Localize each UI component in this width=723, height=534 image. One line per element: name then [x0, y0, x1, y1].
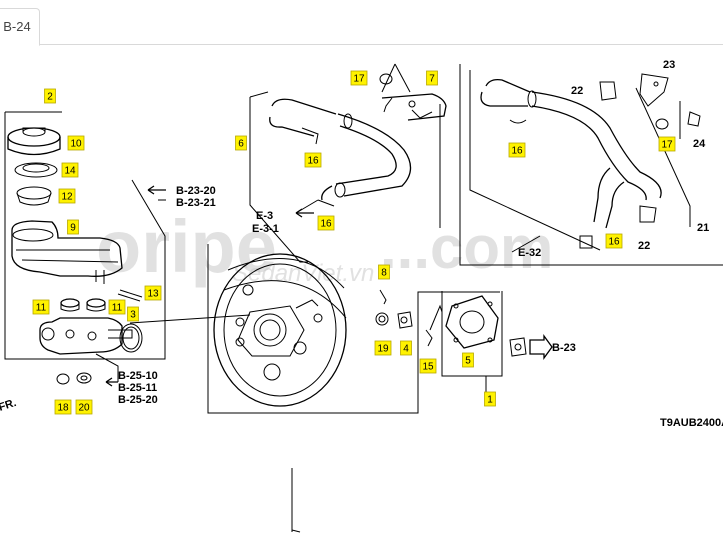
part-number-n24: 24 [693, 138, 706, 150]
svg-text:6: 6 [238, 139, 244, 150]
svg-text:11: 11 [36, 303, 47, 314]
svg-text:17: 17 [661, 140, 673, 151]
svg-text:14: 14 [64, 166, 76, 177]
svg-text:16: 16 [307, 156, 319, 167]
svg-text:7: 7 [429, 74, 435, 85]
svg-text:16: 16 [511, 146, 523, 157]
svg-text:13: 13 [147, 289, 159, 300]
callout-11[interactable]: 11 [32, 299, 50, 315]
booster-gasket [445, 295, 499, 349]
hose-bracket [379, 63, 447, 121]
master-cylinder [39, 289, 251, 385]
ref-r_b23[interactable]: B-23 [552, 342, 576, 354]
callout-15[interactable]: 15 [419, 358, 437, 374]
ref-r_e31[interactable]: E-3-1 [252, 223, 279, 235]
callout-5[interactable]: 5 [462, 352, 474, 368]
callout-7[interactable]: 7 [426, 70, 438, 86]
callout-10[interactable]: 10 [67, 135, 85, 151]
callout-3[interactable]: 3 [127, 306, 139, 322]
callout-13[interactable]: 13 [144, 285, 162, 301]
callout-4[interactable]: 4 [400, 340, 412, 356]
vacuum-hose-right [480, 73, 701, 249]
svg-text:8: 8 [381, 268, 387, 279]
svg-text:10: 10 [70, 139, 82, 150]
callout-labels: 2 10 14 12 9 13 11 11 3 18 20 17 7 6 16 16 16 17 16 8 19 4 15 5… [32, 70, 676, 415]
watermark: oripe ...com SedanViet.vn [96, 205, 553, 288]
vacuum-hose-upper [269, 98, 412, 207]
svg-text:oripe: oripe [96, 205, 277, 288]
svg-text:4: 4 [403, 344, 409, 355]
reference-labels: B-23-20B-23-21E-3E-3-1B-25-10B-25-11B-25… [0, 185, 576, 414]
svg-text:12: 12 [61, 192, 73, 203]
reservoir-cap-assembly [7, 127, 61, 206]
part-number-labels: 23 22 24 21 22 [571, 59, 709, 252]
callout-20[interactable]: 20 [75, 399, 93, 415]
svg-text:16: 16 [608, 237, 620, 248]
svg-text:20: 20 [78, 403, 90, 414]
callout-8[interactable]: 8 [378, 264, 390, 280]
svg-text:15: 15 [422, 362, 434, 373]
ref-r_fr[interactable]: FR. [0, 397, 18, 414]
ref-r_e32[interactable]: E-32 [518, 247, 541, 259]
reference-arrows [95, 185, 541, 387]
part-number-n23: 23 [663, 59, 675, 71]
callout-6[interactable]: 6 [235, 135, 247, 151]
tab-b-24[interactable]: B-24 [0, 8, 40, 46]
svg-text:...com: ...com [380, 214, 553, 281]
callout-9[interactable]: 9 [67, 219, 79, 235]
callout-16[interactable]: 16 [317, 215, 335, 231]
ref-r_b2520[interactable]: B-25-20 [118, 394, 158, 406]
part-number-n22b: 22 [638, 240, 650, 252]
hose-fitting [509, 334, 553, 360]
svg-text:3: 3 [130, 310, 136, 321]
callout-2[interactable]: 2 [44, 88, 56, 104]
ref-r_b2321[interactable]: B-23-21 [176, 197, 216, 209]
callout-17[interactable]: 17 [350, 70, 368, 86]
callout-16[interactable]: 16 [508, 142, 526, 158]
callout-16[interactable]: 16 [304, 152, 322, 168]
callout-18[interactable]: 18 [54, 399, 72, 415]
brake-booster [213, 253, 347, 533]
tab-bar: B-24 [0, 0, 723, 46]
svg-text:16: 16 [320, 219, 332, 230]
ref-r_b2511[interactable]: B-25-11 [118, 382, 157, 394]
ref-r_e3[interactable]: E-3 [256, 210, 273, 222]
ref-r_b2510[interactable]: B-25-10 [118, 370, 158, 382]
callout-12[interactable]: 12 [58, 188, 76, 204]
callout-17[interactable]: 17 [658, 136, 676, 152]
callout-14[interactable]: 14 [61, 162, 79, 178]
svg-text:5: 5 [465, 356, 471, 367]
svg-text:SedanViet.vn: SedanViet.vn [232, 260, 374, 287]
part-number-n21: 21 [697, 222, 709, 234]
fasteners-center [375, 289, 443, 347]
part-number-n22a: 22 [571, 85, 583, 97]
svg-text:11: 11 [112, 303, 123, 314]
svg-text:9: 9 [70, 223, 76, 234]
svg-text:19: 19 [377, 344, 389, 355]
callout-16[interactable]: 16 [605, 233, 623, 249]
callout-11[interactable]: 11 [108, 299, 126, 315]
ref-r_b2320[interactable]: B-23-20 [176, 185, 216, 197]
reservoir-tank [11, 220, 123, 284]
svg-text:17: 17 [353, 74, 365, 85]
svg-text:2: 2 [47, 92, 53, 103]
diagram-code: T9AUB2400A [660, 417, 723, 429]
svg-text:1: 1 [487, 395, 493, 406]
callout-19[interactable]: 19 [374, 340, 392, 356]
svg-text:18: 18 [57, 403, 69, 414]
callout-1[interactable]: 1 [484, 391, 496, 407]
